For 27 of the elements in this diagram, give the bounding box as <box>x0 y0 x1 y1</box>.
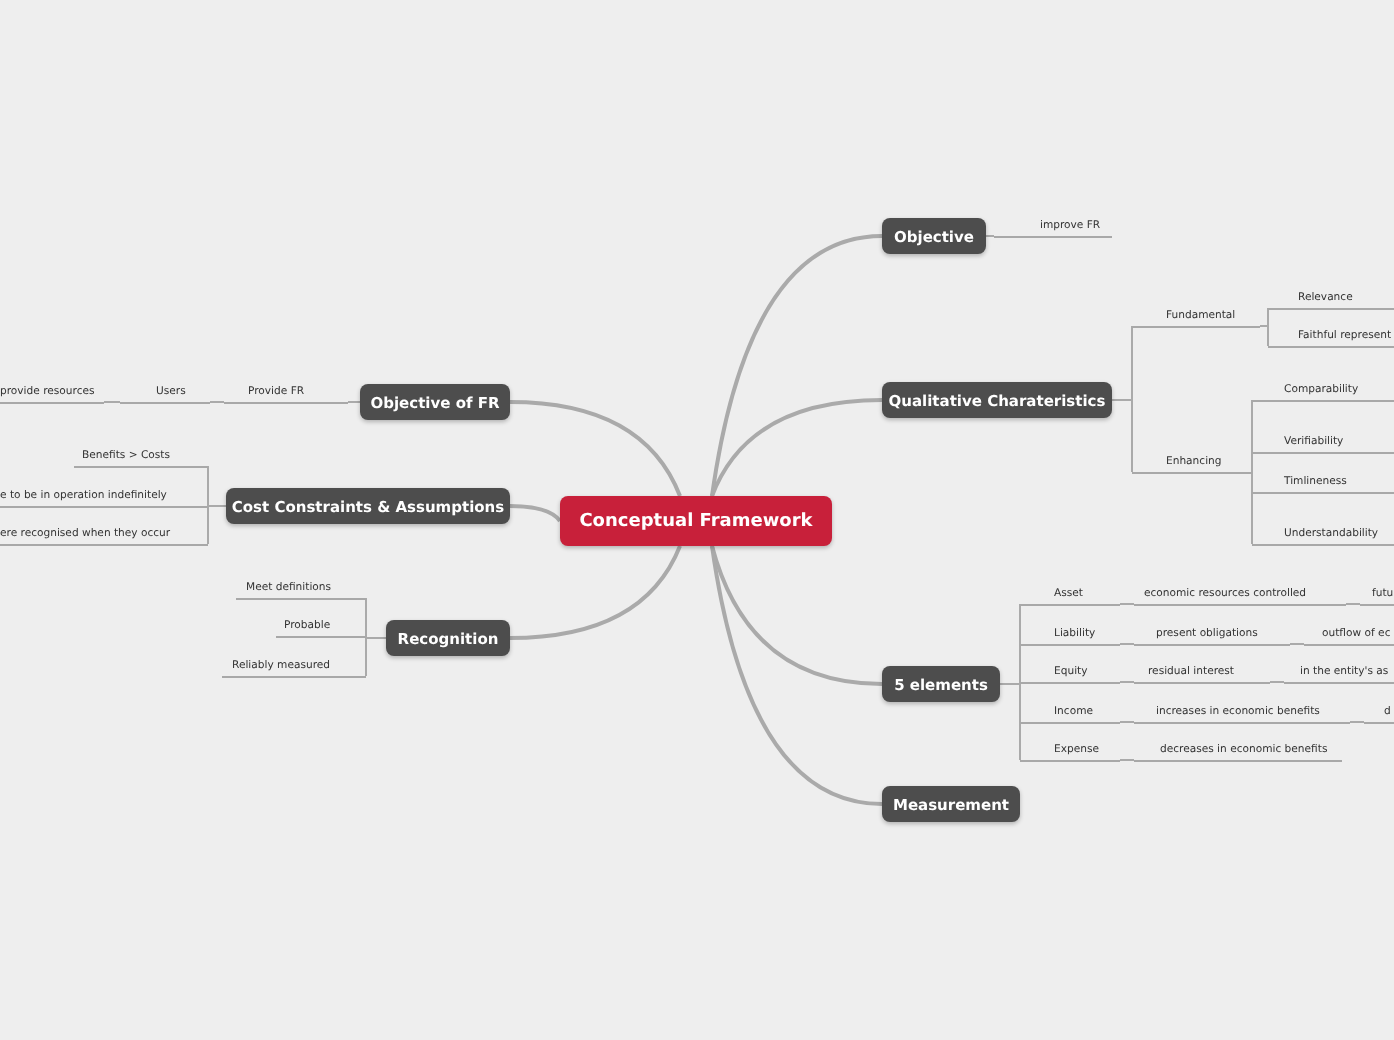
branch-line <box>710 545 883 806</box>
connector-line <box>103 401 121 403</box>
connector-line <box>1119 603 1135 605</box>
connector-line <box>347 401 361 403</box>
connector-line <box>1251 451 1253 473</box>
connector-line <box>1119 759 1135 761</box>
connector-line <box>1119 721 1135 723</box>
connector-line <box>1289 643 1305 645</box>
connector-line <box>1349 721 1365 723</box>
connector-line <box>1345 603 1361 605</box>
connector-line <box>999 683 1021 761</box>
branch-line <box>509 400 682 497</box>
branch-line <box>509 545 682 640</box>
connector-line <box>209 401 225 403</box>
connector-line <box>1259 325 1269 347</box>
connector-line <box>1119 681 1135 683</box>
branch-line <box>710 234 883 497</box>
branch-line <box>710 398 883 497</box>
branch-line <box>509 504 562 523</box>
connector-line <box>365 637 387 677</box>
connector-line <box>207 505 227 545</box>
connector-line <box>1269 681 1285 683</box>
branch-line <box>710 545 883 686</box>
connector-line <box>1119 643 1135 645</box>
connector-line <box>1251 471 1253 545</box>
connector-line <box>985 235 995 237</box>
central-topic: Conceptual Framework <box>560 496 832 546</box>
